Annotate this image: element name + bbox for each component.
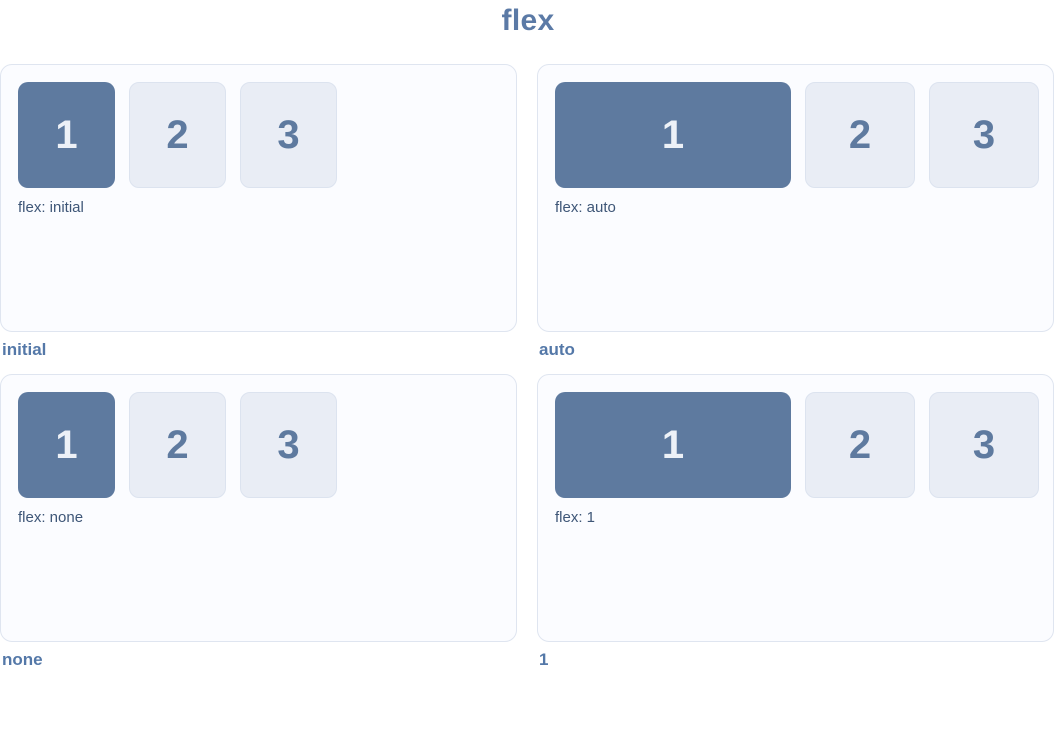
panel-caption: none (2, 650, 43, 669)
demo-grid: 1 2 3 flex: initial initial 1 2 3 flex: … (0, 64, 1056, 670)
boxes-row: 1 2 3 (18, 82, 502, 188)
demo-box-3: 3 (929, 82, 1039, 188)
boxes-row: 1 2 3 (18, 392, 502, 498)
demo-box-2: 2 (805, 392, 915, 498)
demo-box-3: 3 (240, 82, 337, 188)
demo-box-2: 2 (805, 82, 915, 188)
panel-flex-none: 1 2 3 flex: none (0, 374, 517, 642)
demo-box-2: 2 (129, 82, 226, 188)
panel-caption: auto (539, 340, 575, 359)
demo-box-3: 3 (240, 392, 337, 498)
flex-value-label: flex: auto (555, 199, 616, 216)
demo-box-3: 3 (929, 392, 1039, 498)
demo-cell-auto: 1 2 3 flex: auto auto (537, 64, 1054, 360)
demo-cell-initial: 1 2 3 flex: initial initial (0, 64, 517, 360)
boxes-row: 1 2 3 (555, 82, 1039, 188)
demo-box-1: 1 (555, 392, 791, 498)
panel-flex-initial: 1 2 3 flex: initial (0, 64, 517, 332)
boxes-row: 1 2 3 (555, 392, 1039, 498)
demo-box-1: 1 (18, 392, 115, 498)
demo-cell-1: 1 2 3 flex: 1 1 (537, 374, 1054, 670)
panel-flex-auto: 1 2 3 flex: auto (537, 64, 1054, 332)
demo-box-2: 2 (129, 392, 226, 498)
flex-value-label: flex: none (18, 509, 84, 526)
flex-value-label: flex: 1 (555, 509, 596, 526)
panel-caption: 1 (539, 650, 549, 669)
panel-caption: initial (2, 340, 47, 359)
flex-value-label: flex: initial (18, 199, 84, 216)
demo-box-1: 1 (18, 82, 115, 188)
panel-flex-1: 1 2 3 flex: 1 (537, 374, 1054, 642)
page-title: flex (501, 4, 555, 37)
demo-box-1: 1 (555, 82, 791, 188)
demo-cell-none: 1 2 3 flex: none none (0, 374, 517, 670)
